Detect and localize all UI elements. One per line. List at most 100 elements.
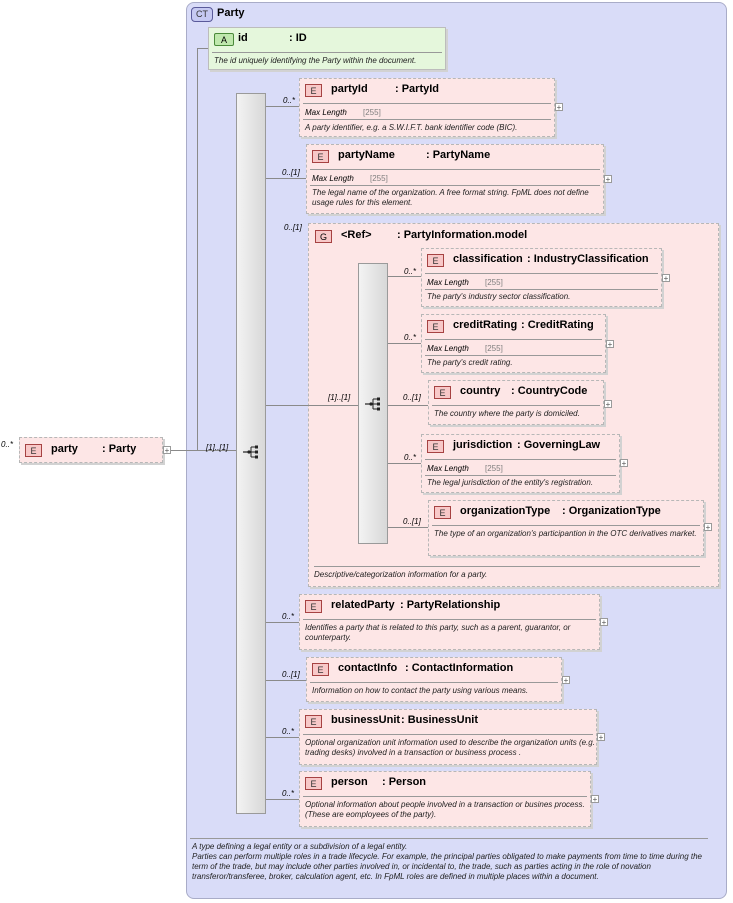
expand-plus-icon[interactable]: + <box>704 523 712 532</box>
element-doc: The legal name of the organization. A fr… <box>312 188 589 207</box>
element-badge: E <box>305 777 322 790</box>
expand-plus-icon[interactable]: + <box>604 175 612 184</box>
facet-label: Max Length <box>427 464 469 473</box>
attribute-badge: A <box>214 33 234 46</box>
connector <box>197 48 198 450</box>
element-doc: Identifies a party that is related to th… <box>305 623 571 642</box>
expand-plus-icon[interactable]: + <box>662 274 670 283</box>
facet-value: [255] <box>485 344 503 353</box>
sequence-icon <box>242 444 262 460</box>
facet-value: [255] <box>363 108 381 117</box>
element-name: person <box>331 776 368 788</box>
element-name: contactInfo <box>338 662 398 674</box>
element-type: : CreditRating <box>521 319 594 331</box>
connector <box>197 48 208 49</box>
element-name: jurisdiction <box>453 439 513 451</box>
element-cardinality: 0..* <box>282 789 295 798</box>
element-badge: E <box>427 440 444 453</box>
group-type: : PartyInformation.model <box>397 229 528 241</box>
element-doc: Information on how to contact the party … <box>312 686 529 695</box>
element-cardinality: 0..* <box>404 453 417 462</box>
root-cardinality: 0..* <box>1 440 14 449</box>
attribute-id[interactable]: A id : ID The id uniquely identifying th… <box>208 27 446 70</box>
group-cardinality: 0..[1] <box>284 223 302 232</box>
element-type: : Person <box>382 776 427 788</box>
expand-plus-icon[interactable]: + <box>591 795 599 804</box>
group-badge: G <box>315 230 332 243</box>
element-doc: The party's industry sector classificati… <box>427 292 571 301</box>
element-partyId[interactable]: E partyId : PartyId Max Length [255] A p… <box>299 78 555 137</box>
element-name: country <box>460 385 501 397</box>
element-partyName[interactable]: E partyName : PartyName Max Length [255]… <box>306 144 604 214</box>
group-doc: Descriptive/categorization information f… <box>314 570 488 579</box>
element-contactInfo[interactable]: E contactInfo : ContactInformation Infor… <box>306 657 562 702</box>
expand-plus-icon[interactable]: + <box>555 103 563 112</box>
element-name: classification <box>453 253 523 265</box>
element-doc: A party identifier, e.g. a S.W.I.F.T. ba… <box>305 123 518 132</box>
element-type: : PartyId <box>395 83 440 95</box>
element-doc: The type of an organization's participan… <box>434 529 697 538</box>
element-businessUnit[interactable]: E businessUnit : BusinessUnit Optional o… <box>299 709 597 765</box>
element-badge: E <box>305 84 322 97</box>
attribute-name: id <box>238 32 248 44</box>
element-badge: E <box>434 506 451 519</box>
element-organizationType[interactable]: E organizationType : OrganizationType Th… <box>428 500 704 556</box>
element-cardinality: 0..* <box>404 333 417 342</box>
expand-plus-icon[interactable]: + <box>620 459 628 468</box>
expand-plus-icon[interactable]: + <box>562 676 570 685</box>
facet-label: Max Length <box>427 278 469 287</box>
expand-plus-icon[interactable]: + <box>606 340 614 349</box>
element-badge: E <box>427 320 444 333</box>
expand-plus-icon[interactable]: + <box>604 400 612 409</box>
element-badge: E <box>25 444 42 457</box>
element-name: relatedParty <box>331 599 395 611</box>
element-name: businessUnit <box>331 714 401 726</box>
element-name: organizationType <box>460 505 551 517</box>
element-cardinality: 0..[1] <box>403 517 421 526</box>
element-creditRating[interactable]: E creditRating : CreditRating Max Length… <box>421 314 606 373</box>
facet-value: [255] <box>370 174 388 183</box>
element-doc: Optional information about people involv… <box>305 800 585 819</box>
expand-plus-icon[interactable]: + <box>600 618 608 627</box>
element-badge: E <box>305 715 322 728</box>
element-badge: E <box>312 150 329 163</box>
element-cardinality: 0..[1] <box>282 168 300 177</box>
facet-label: Max Length <box>427 344 469 353</box>
expand-plus-icon[interactable]: + <box>163 446 171 455</box>
complex-type-title: Party <box>217 7 245 19</box>
attribute-doc: The id uniquely identifying the Party wi… <box>214 56 417 65</box>
element-classification[interactable]: E classification : IndustryClassificatio… <box>421 248 662 307</box>
element-cardinality: 0..* <box>282 612 295 621</box>
element-type: : ContactInformation <box>405 662 514 674</box>
element-name: party <box>51 443 78 455</box>
element-badge: E <box>312 663 329 676</box>
element-doc: Optional organization unit information u… <box>305 738 595 757</box>
root-element-party[interactable]: E party : Party <box>19 437 163 463</box>
element-type: : CountryCode <box>511 385 588 397</box>
element-type: : OrganizationType <box>562 505 661 517</box>
element-country[interactable]: E country : CountryCode The country wher… <box>428 380 604 425</box>
element-jurisdiction[interactable]: E jurisdiction : GoverningLaw Max Length… <box>421 434 620 493</box>
element-badge: E <box>305 600 322 613</box>
element-type: : Party <box>102 443 137 455</box>
expand-plus-icon[interactable]: + <box>597 733 605 742</box>
complex-type-badge: CT <box>191 7 213 22</box>
facet-label: Max Length <box>305 108 347 117</box>
element-name: partyId <box>331 83 368 95</box>
element-name: creditRating <box>453 319 518 331</box>
group-name: <Ref> <box>341 229 372 241</box>
element-relatedParty[interactable]: E relatedParty : PartyRelationship Ident… <box>299 594 600 650</box>
element-type: : BusinessUnit <box>401 714 479 726</box>
connector <box>171 450 236 451</box>
element-cardinality: 0..[1] <box>282 670 300 679</box>
element-cardinality: 0..* <box>283 96 296 105</box>
element-name: partyName <box>338 149 395 161</box>
element-person[interactable]: E person : Person Optional information a… <box>299 771 591 827</box>
element-type: : IndustryClassification <box>527 253 649 265</box>
facet-value: [255] <box>485 464 503 473</box>
group-seq-cardinality: [1]..[1] <box>328 393 351 402</box>
facet-value: [255] <box>485 278 503 287</box>
element-doc: The legal jurisdiction of the entity's r… <box>427 478 594 487</box>
element-cardinality: 0..* <box>282 727 295 736</box>
element-cardinality: 0..[1] <box>403 393 421 402</box>
